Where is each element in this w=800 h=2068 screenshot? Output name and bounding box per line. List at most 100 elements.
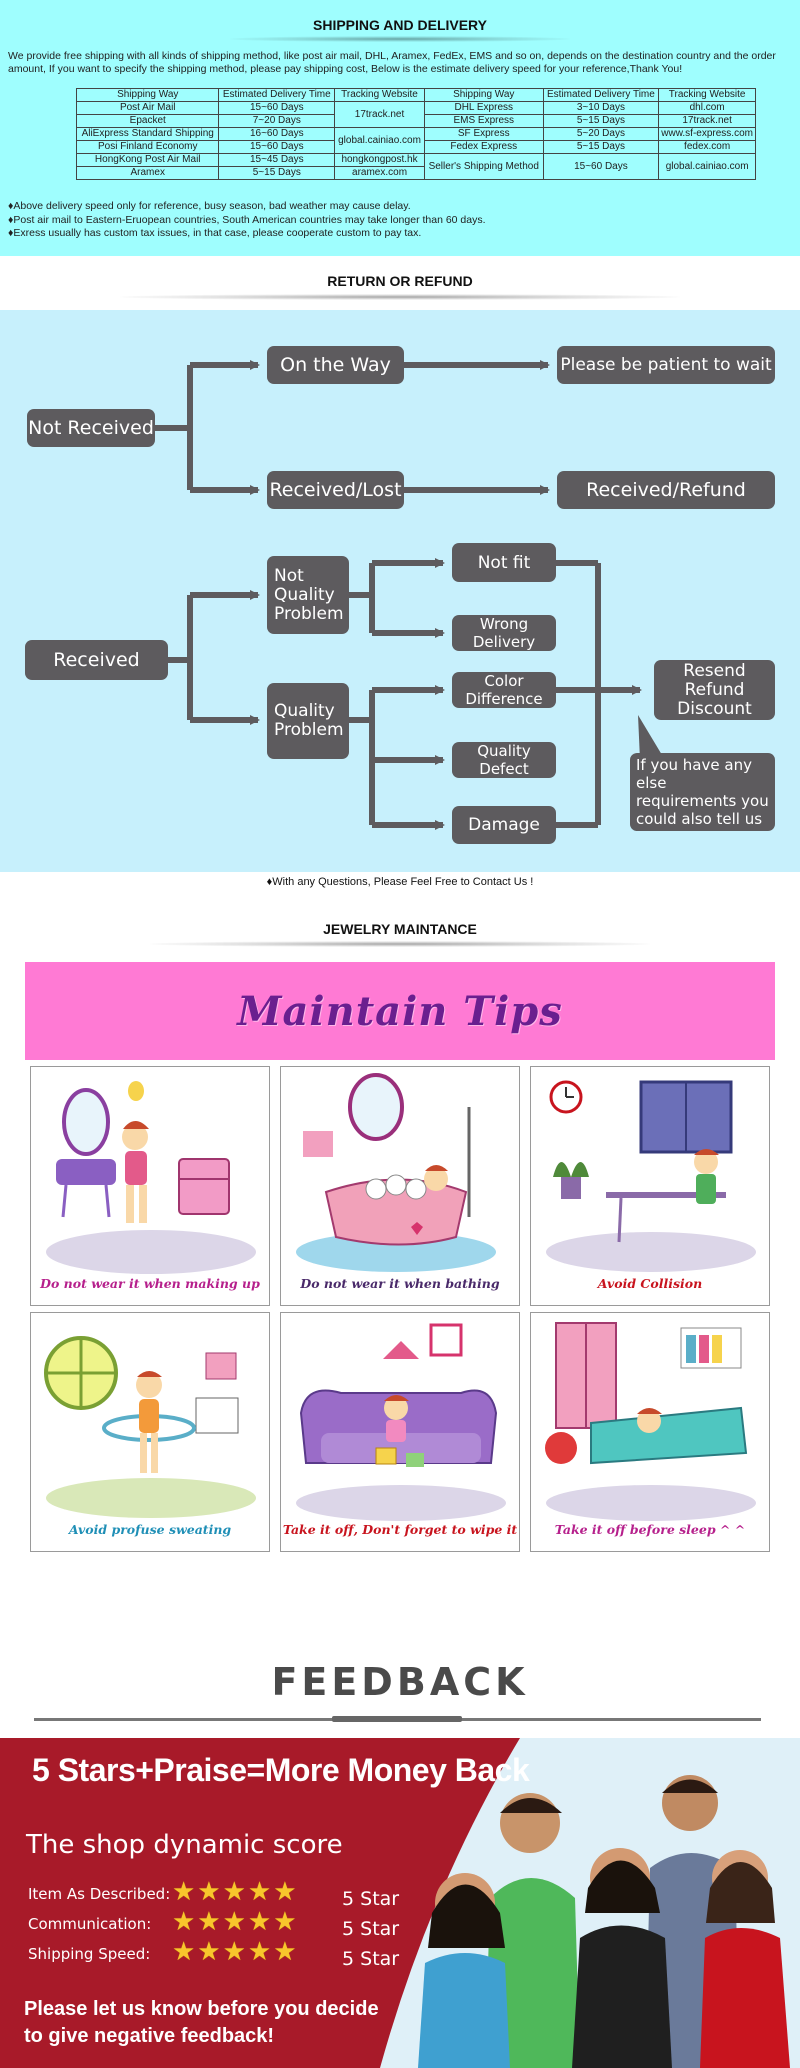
tip-caption: Take it off, Don't forget to wipe it <box>282 1522 518 1537</box>
feedback-divider-accent <box>332 1716 462 1722</box>
table-cell: 5~15 Days <box>218 166 336 180</box>
feedback-banner-background <box>380 1738 800 2068</box>
feedback-title: FEEDBACK <box>271 1660 529 1704</box>
node-color-difference: Color Difference <box>452 672 556 708</box>
node-be-patient: Please be patient to wait <box>557 346 775 384</box>
table-cell: DHL Express <box>423 101 544 115</box>
table-cell: 15~60 Days <box>218 101 336 115</box>
makeup-illustration <box>46 1081 256 1274</box>
score-value: 5 Star <box>342 1918 400 1940</box>
smiling-group-illustration <box>418 1775 790 2068</box>
table-cell: 15~60 Days <box>218 140 336 154</box>
maintain-tips-banner: Maintain Tips <box>25 962 775 1060</box>
table-cell: dhl.com <box>658 101 756 115</box>
node-wrong-delivery: Wrong Delivery <box>452 615 556 651</box>
column-header: Shipping Way <box>423 88 544 102</box>
table-cell: 5~15 Days <box>542 114 660 128</box>
node-not-received: Not Received <box>27 409 155 447</box>
shop-score-title: The shop dynamic score <box>26 1830 343 1860</box>
shipping-title: SHIPPING AND DELIVERY <box>313 17 487 33</box>
shipping-section: SHIPPING AND DELIVERY We provide free sh… <box>0 0 800 256</box>
column-header: Tracking Website <box>334 88 425 102</box>
star-rating-icons: ★★★★★ <box>172 1876 299 1906</box>
tip-card-sleep: Take it off before sleep ^ ^ <box>530 1312 770 1552</box>
column-header: Estimated Delivery Time <box>542 88 660 102</box>
refund-flowchart: Not Received On the Way Please be patien… <box>0 310 800 872</box>
wipe-illustration <box>296 1323 506 1521</box>
table-cell: Epacket <box>75 114 220 128</box>
table-cell: Post Air Mail <box>75 101 220 115</box>
node-not-fit: Not fit <box>452 543 556 582</box>
note-line: ♦Exress usually has custom tax issues, i… <box>8 227 422 239</box>
node-else-requirements: If you have any else requirements you co… <box>630 753 775 831</box>
node-quality-problem: Quality Problem <box>267 683 349 759</box>
sleep-illustration <box>545 1322 756 1521</box>
refund-title: RETURN OR REFUND <box>327 273 473 289</box>
table-row: HongKong Post Air Mail 15~45 Days hongko… <box>75 153 756 180</box>
title-shadow-divider <box>230 36 570 42</box>
table-cell: 15~60 Days <box>542 153 660 180</box>
node-damage: Damage <box>452 806 556 844</box>
table-cell: 17track.net <box>334 101 425 128</box>
tip-card-collision: Avoid Collision <box>530 1066 770 1306</box>
sweating-illustration <box>44 1336 256 1518</box>
title-shadow-divider <box>150 941 650 947</box>
shipping-table: Shipping Way Estimated Delivery Time Tra… <box>75 88 756 180</box>
table-cell: EMS Express <box>423 114 544 128</box>
table-cell: Posi Finland Economy <box>75 140 220 154</box>
maintain-tips-title: Maintain Tips <box>237 987 563 1035</box>
speech-bubble-tail <box>638 715 662 760</box>
star-rating-icons: ★★★★★ <box>172 1906 299 1936</box>
tip-caption: Avoid Collision <box>597 1276 703 1291</box>
tip-caption: Take it off before sleep ^ ^ <box>554 1522 746 1537</box>
node-quality-defect: Quality Defect <box>452 742 556 778</box>
feedback-banner: 5 Stars+Praise=More Money Back The shop … <box>0 1738 800 2068</box>
collision-illustration <box>546 1080 756 1272</box>
table-cell: fedex.com <box>658 140 756 154</box>
node-on-the-way: On the Way <box>267 346 404 384</box>
node-received: Received <box>25 640 168 680</box>
table-row: AliExpress Standard Shipping 16~60 Days … <box>75 127 756 154</box>
table-cell: 5~15 Days <box>542 140 660 154</box>
table-row: Aramex 5~15 Days aramex.com <box>75 166 756 180</box>
note-line: ♦Above delivery speed only for reference… <box>8 200 411 212</box>
node-resend-refund-discount: Resend Refund Discount <box>654 660 775 720</box>
table-cell: Aramex <box>75 166 220 180</box>
node-received-refund: Received/Refund <box>557 471 775 509</box>
table-cell: 17track.net <box>658 114 756 128</box>
star-rating-icons: ★★★★★ <box>172 1936 299 1966</box>
tip-caption: Do not wear it when making up <box>40 1276 260 1291</box>
table-cell: 16~60 Days <box>218 127 336 141</box>
table-cell: AliExpress Standard Shipping <box>75 127 220 141</box>
title-shadow-divider <box>120 294 680 300</box>
feedback-headline: 5 Stars+Praise=More Money Back <box>32 1752 530 1788</box>
table-cell: www.sf-express.com <box>658 127 756 141</box>
score-value: 5 Star <box>342 1948 400 1970</box>
tip-card-makeup: Do not wear it when making up <box>30 1066 270 1306</box>
table-cell: 7~20 Days <box>218 114 336 128</box>
table-cell: aramex.com <box>334 166 425 180</box>
tip-caption: Avoid profuse sweating <box>68 1522 232 1537</box>
note-line: ♦Post air mail to Eastern-Eruopean count… <box>8 213 486 226</box>
shipping-intro: We provide free shipping with all kinds … <box>8 50 776 75</box>
bathing-illustration <box>296 1073 496 1272</box>
table-cell: Seller's Shipping Method <box>423 153 544 180</box>
table-cell: global.cainiao.com <box>658 153 756 180</box>
score-label-shipping-speed: Shipping Speed: <box>28 1945 151 1963</box>
table-cell: Fedex Express <box>423 140 544 154</box>
table-cell: SF Express <box>423 127 544 141</box>
node-not-quality-problem: Not Quality Problem <box>267 556 349 634</box>
table-cell: HongKong Post Air Mail <box>75 153 220 167</box>
node-received-lost: Received/Lost <box>267 471 404 509</box>
table-header-row: Shipping Way Estimated Delivery Time Tra… <box>75 88 756 102</box>
shipping-notes: ♦Above delivery speed only for reference… <box>8 200 486 241</box>
column-header: Estimated Delivery Time <box>218 88 336 102</box>
score-value: 5 Star <box>342 1888 400 1910</box>
flowchart-connectors <box>155 360 662 830</box>
column-header: Shipping Way <box>75 88 220 102</box>
contact-line: ♦With any Questions, Please Feel Free to… <box>266 876 534 888</box>
score-label-communication: Communication: <box>28 1915 152 1933</box>
table-cell: hongkongpost.hk <box>334 153 425 167</box>
table-cell: 5~20 Days <box>542 127 660 141</box>
tip-caption: Do not wear it when bathing <box>300 1276 500 1291</box>
